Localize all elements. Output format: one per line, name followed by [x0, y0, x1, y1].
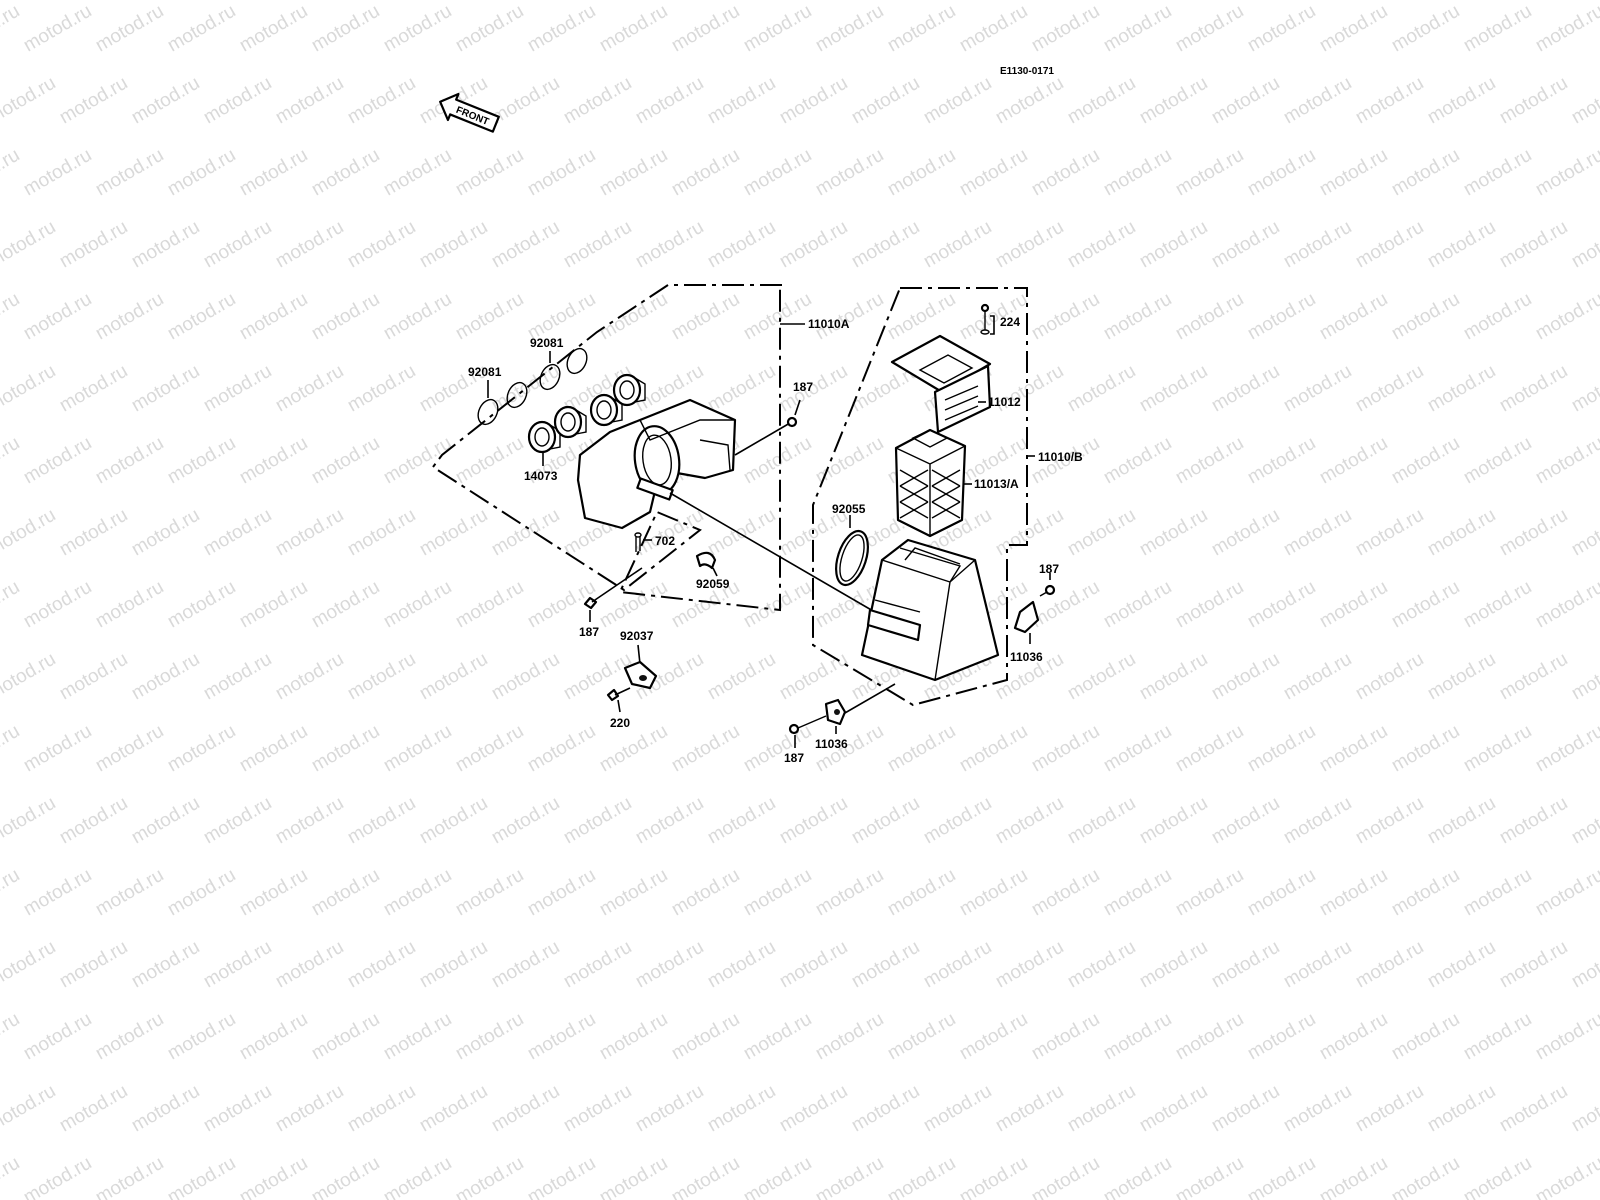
callout-11036-bottom: 11036	[815, 737, 848, 751]
gasket-92055-icon	[835, 529, 869, 587]
o-rings-92081	[477, 347, 588, 426]
leader-92037	[637, 644, 641, 665]
callout-92055: 92055	[832, 502, 866, 516]
element-cover-11012	[890, 334, 992, 434]
air-duct-housing	[576, 398, 737, 530]
bracket-11036-right-icon	[1013, 600, 1040, 634]
leader-220	[617, 699, 621, 713]
bolt-187-bottom-icon	[788, 715, 827, 735]
front-arrow-icon: FRONT	[439, 92, 500, 133]
bolt-187-top-icon	[786, 416, 798, 428]
callout-220: 220	[610, 716, 630, 730]
callout-92059: 92059	[696, 577, 730, 591]
assembly-a-boundary	[431, 284, 782, 612]
bolt-line-187-left	[591, 567, 643, 603]
callout-11010a: 11010A	[808, 317, 850, 331]
air-filter-element-11013a	[894, 428, 967, 538]
bracket-11036-bottom-icon	[824, 698, 847, 726]
assembly-b-boundary	[812, 287, 1028, 707]
bracket-92037-icon	[623, 660, 658, 690]
air-cleaner-case	[860, 538, 1000, 682]
diagram-code: E1130-0171	[1000, 66, 1054, 77]
callout-11012: 11012	[988, 395, 1021, 409]
callout-224: 224	[1000, 315, 1020, 329]
callout-187-c: 187	[1039, 562, 1059, 576]
tube-connection-line	[669, 492, 881, 616]
hose-92059-icon	[695, 551, 717, 570]
callout-92037: 92037	[620, 629, 654, 643]
callout-187-b: 187	[579, 625, 599, 639]
clamp-702-icon	[634, 532, 642, 552]
bracket-224	[990, 315, 995, 335]
callout-11013a: 11013/A	[974, 477, 1019, 491]
bolt-220-icon	[606, 688, 620, 702]
bolt-line-220	[614, 687, 631, 696]
leader-187-a	[794, 399, 801, 416]
leader-92059	[712, 567, 718, 577]
callout-92081-b: 92081	[530, 336, 564, 350]
callout-11036-right: 11036	[1010, 650, 1043, 664]
bolt-line-187	[734, 422, 791, 456]
callout-14073: 14073	[524, 469, 558, 483]
callout-11010b: 11010/B	[1038, 450, 1083, 464]
screw-224-icon	[980, 303, 990, 335]
bolt-line-11036	[837, 683, 896, 718]
callout-92081-a: 92081	[468, 365, 502, 379]
bolt-187-right-icon	[1039, 584, 1056, 597]
callout-187-d: 187	[784, 751, 804, 765]
callout-702: 702	[655, 534, 675, 548]
carb-holders-14073	[527, 373, 646, 454]
callout-187-a: 187	[793, 380, 813, 394]
